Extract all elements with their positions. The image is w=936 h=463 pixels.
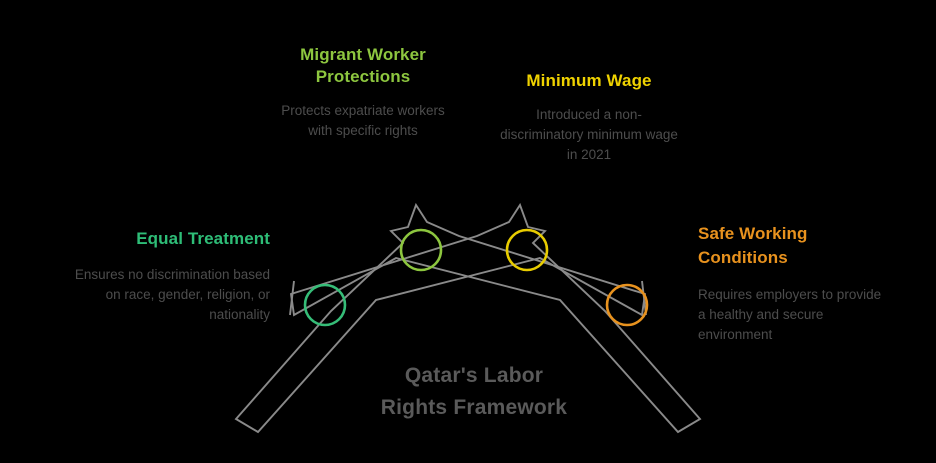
node-title-safe-working-conditions: Safe Working Conditions — [698, 224, 808, 267]
marker-safe-working-conditions — [605, 283, 649, 327]
connector-left-stub — [289, 280, 295, 316]
node-minimum-wage: Minimum Wage Introduced a non-discrimina… — [496, 70, 682, 165]
node-description-migrant-worker-protections: Protects expatriate workers with specifi… — [281, 103, 445, 138]
marker-minimum-wage — [505, 228, 549, 272]
ribbon-left-to-right — [289, 202, 702, 434]
node-title-minimum-wage: Minimum Wage — [526, 71, 652, 90]
center-title-line-2: Rights Framework — [380, 396, 568, 419]
diagram-center-title: Qatar's Labor Rights Framework — [326, 360, 622, 424]
marker-migrant-worker-protections — [399, 228, 443, 272]
node-equal-treatment: Equal Treatment Ensures no discriminatio… — [70, 228, 270, 325]
node-description-equal-treatment: Ensures no discrimination based on race,… — [74, 267, 270, 322]
marker-equal-treatment — [303, 283, 347, 327]
node-description-safe-working-conditions: Requires employers to provide a healthy … — [698, 287, 882, 342]
node-title-migrant-worker-protections: Migrant Worker Protections — [300, 45, 426, 86]
center-title-line-1: Qatar's Labor — [404, 364, 544, 387]
node-description-minimum-wage: Introduced a non-discriminatory minimum … — [500, 107, 678, 162]
node-migrant-worker-protections: Migrant Worker Protections Protects expa… — [268, 44, 458, 141]
node-title-equal-treatment: Equal Treatment — [136, 229, 270, 248]
node-safe-working-conditions: Safe Working Conditions Requires employe… — [698, 222, 890, 345]
